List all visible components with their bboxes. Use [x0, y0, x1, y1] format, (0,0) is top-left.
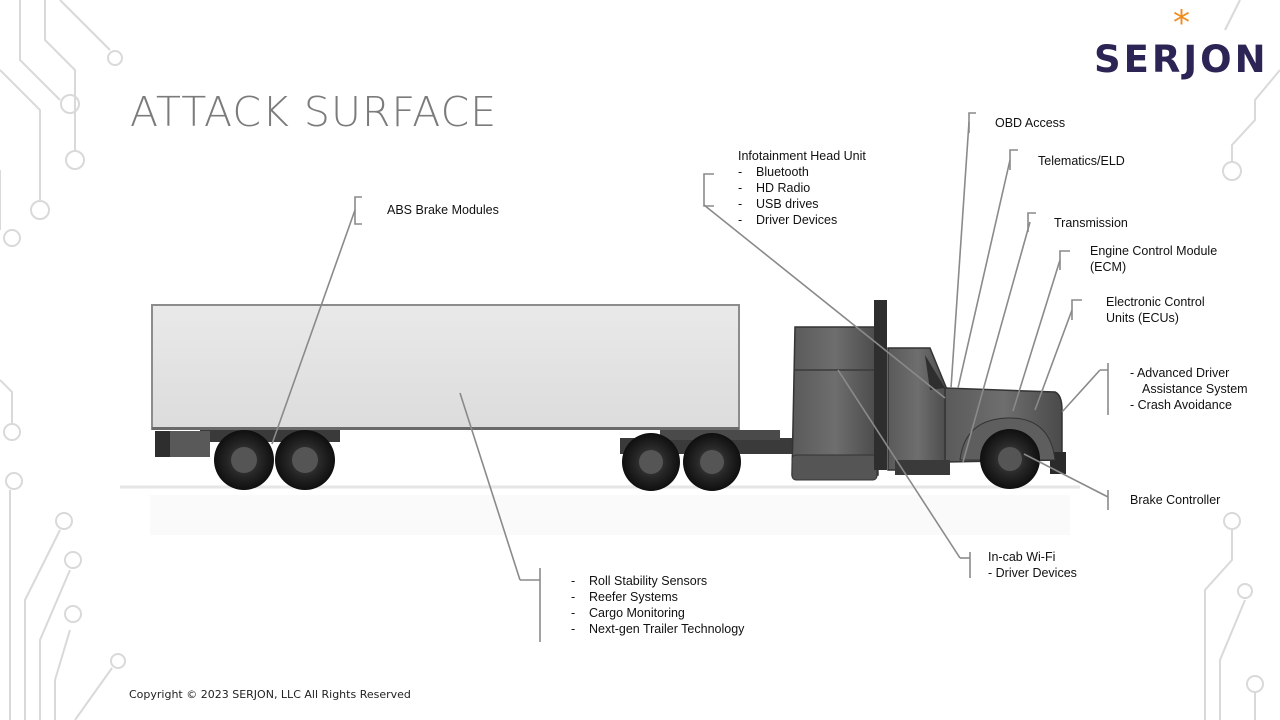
label-trailer-tech: Roll Stability Sensors Reefer Systems Ca… [571, 573, 744, 637]
label-wifi: In-cab Wi-Fi - Driver Devices [988, 549, 1077, 581]
list-item: USB drives [738, 196, 866, 212]
list-item: Next-gen Trailer Technology [571, 621, 744, 637]
list-item: Roll Stability Sensors [571, 573, 744, 589]
label-telematics: Telematics/ELD [1038, 153, 1125, 169]
tractor [620, 300, 1066, 491]
copyright: Copyright © 2023 SERJON, LLC All Rights … [129, 688, 411, 701]
label-text: In-cab Wi-Fi [988, 550, 1056, 564]
exhaust-stack [874, 300, 887, 470]
label-text: - Crash Avoidance [1130, 398, 1232, 412]
label-text: - Advanced Driver [1130, 366, 1230, 380]
label-adas: - Advanced Driver Assistance System - Cr… [1130, 365, 1248, 413]
label-text: Units (ECUs) [1106, 311, 1179, 325]
label-text: OBD Access [995, 116, 1066, 130]
label-text: ABS Brake Modules [387, 203, 499, 217]
label-ecm: Engine Control Module (ECM) [1090, 243, 1217, 275]
label-ecu: Electronic Control Units (ECUs) [1106, 294, 1205, 326]
cab [887, 347, 949, 471]
sleeper-cab [791, 326, 879, 476]
label-text: Brake Controller [1130, 493, 1221, 507]
label-infotainment: Infotainment Head Unit Bluetooth HD Radi… [738, 148, 866, 228]
list-item: Cargo Monitoring [571, 605, 744, 621]
label-text: Transmission [1054, 216, 1128, 230]
label-brake-controller: Brake Controller [1130, 492, 1220, 508]
list-item: Reefer Systems [571, 589, 744, 605]
slide-title: ATTACK SURFACE [130, 88, 498, 136]
label-text: Engine Control Module [1090, 244, 1218, 258]
windshield [925, 355, 945, 390]
trailer-box [151, 304, 740, 430]
ground [120, 485, 1080, 535]
list-item: Bluetooth [738, 164, 866, 180]
logo-star-icon: * [1173, 3, 1190, 43]
drive-wheels [622, 433, 741, 491]
label-transmission: Transmission [1054, 215, 1128, 231]
label-text: Assistance System [1142, 382, 1248, 396]
circuit-decoration-left [0, 0, 126, 720]
circuit-decoration-right [1204, 0, 1280, 720]
label-text: - Driver Devices [988, 566, 1077, 580]
label-text: Electronic Control [1106, 295, 1205, 309]
label-abs-brake-modules: ABS Brake Modules [387, 202, 499, 218]
label-text: Telematics/ELD [1038, 154, 1125, 168]
list-item: Driver Devices [738, 212, 866, 228]
trailer-wheels [214, 430, 335, 490]
logo: SERJON [1094, 38, 1269, 81]
label-text: (ECM) [1090, 260, 1127, 274]
callout-lines [271, 112, 1109, 642]
trailer [151, 304, 740, 490]
list-item: HD Radio [738, 180, 866, 196]
label-heading: Infotainment Head Unit [738, 149, 866, 163]
label-obd-access: OBD Access [995, 115, 1065, 131]
